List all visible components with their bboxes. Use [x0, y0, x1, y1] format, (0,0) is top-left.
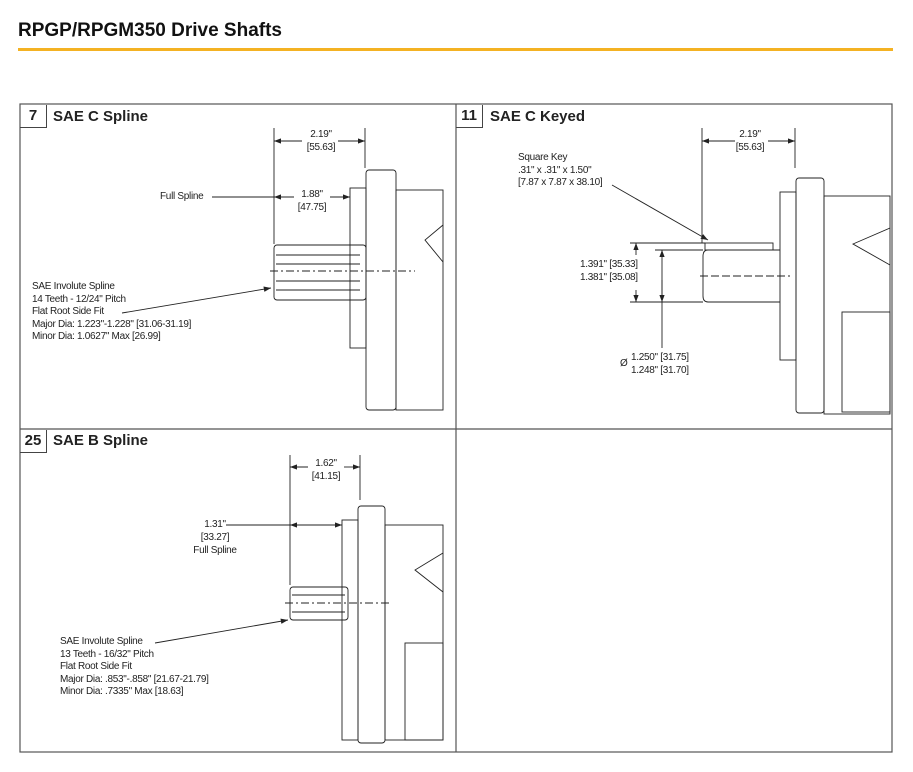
diameter-symbol: Ø	[620, 358, 628, 369]
spec-line: Flat Root Side Fit	[32, 306, 104, 317]
spline-label: Full Spline	[193, 545, 237, 556]
spline-length-mm: [47.75]	[297, 202, 327, 213]
panel-number: 11	[456, 105, 483, 128]
key-height: 1.391" [35.33]1.381" [35.08]	[580, 259, 638, 284]
spec-line: SAE Involute Spline	[60, 636, 143, 647]
diameter-min: 1.248" [31.70]	[631, 364, 689, 376]
overall-length-mm: [41.15]	[311, 471, 341, 482]
panel-number: 25	[20, 430, 47, 453]
overall-length: 1.62"	[315, 458, 337, 469]
key-height-min: 1.381" [35.08]	[580, 271, 638, 283]
spline-length: 1.88"	[301, 189, 323, 200]
panel-title: SAE B Spline	[53, 432, 149, 449]
spec-line: 13 Teeth - 16/32" Pitch	[60, 648, 154, 660]
overall-length-mm: [55.63]	[306, 142, 336, 153]
spec-line: Minor Dia: 1.0627" Max [26.99]	[32, 331, 161, 342]
overall-length: 2.19"	[310, 129, 332, 140]
spec-line: Major Dia: .853"-.858" [21.67-21.79]	[60, 673, 209, 685]
page-title: RPGP/RPGM350 Drive Shafts	[18, 20, 282, 41]
shaft-diameter: 1.250" [31.75]1.248" [31.70]	[631, 352, 689, 377]
overall-length-mm: [55.63]	[735, 142, 765, 153]
overall-length: 2.19"	[739, 129, 761, 140]
diameter-max: 1.250" [31.75]	[631, 352, 689, 363]
spline-length: 1.31"	[204, 519, 226, 530]
key-line: .31" x .31" x 1.50"	[518, 164, 592, 176]
panel-title: SAE C Spline	[53, 108, 149, 125]
spec-line: SAE Involute Spline	[32, 281, 115, 292]
sae-b-spline-drawing	[154, 455, 444, 744]
panel-title: SAE C Keyed	[490, 108, 586, 125]
key-line: [7.87 x 7.87 x 38.10]	[518, 177, 603, 188]
spec-line: 14 Teeth - 12/24" Pitch	[32, 293, 126, 305]
title-underline	[18, 48, 893, 51]
spline-label: Full Spline	[160, 191, 204, 202]
spline-length-mm: [33.27]	[200, 532, 230, 543]
sae-c-spline-drawing	[121, 128, 444, 411]
panel-number: 7	[20, 105, 47, 128]
key-height-max: 1.391" [35.33]	[580, 259, 638, 270]
key-line: Square Key	[518, 152, 568, 163]
spec-line: Major Dia: 1.223"-1.228" [31.06-31.19]	[32, 318, 192, 330]
spec-line: Minor Dia: .7335" Max [18.63]	[60, 686, 184, 697]
sae-c-keyed-drawing	[611, 128, 891, 415]
square-key-spec: Square Key.31" x .31" x 1.50"[7.87 x 7.8…	[518, 152, 603, 190]
spec-line: Flat Root Side Fit	[60, 661, 132, 672]
